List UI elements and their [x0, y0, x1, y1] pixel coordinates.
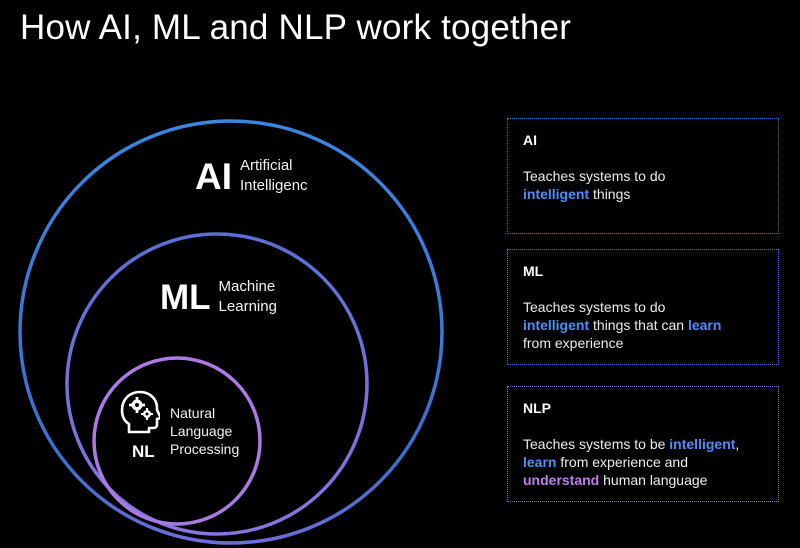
- brain-gears-icon: [120, 390, 160, 434]
- nl-full-name: Natural Language Processing: [170, 404, 239, 458]
- nlp-box-text-language: human language: [599, 472, 708, 488]
- nlp-description-box: NLP Teaches systems to be intelligent, l…: [507, 386, 779, 502]
- ml-box-text: Teaches systems to do intelligent things…: [523, 298, 763, 352]
- nlp-box-keyword-intelligent: intelligent: [669, 436, 736, 452]
- ml-box-line3: from experience: [523, 335, 624, 351]
- nlp-box-text-experience: from experience and: [556, 454, 688, 470]
- ai-box-line1: Teaches systems to do: [523, 168, 666, 184]
- ml-box-title: ML: [523, 263, 544, 279]
- ai-box-text-things: things: [589, 186, 631, 202]
- page-title: How AI, ML and NLP work together: [20, 8, 572, 47]
- nlp-box-text: Teaches systems to be intelligent, learn…: [523, 435, 763, 489]
- ml-full-line2: Learning: [218, 298, 277, 315]
- nlp-box-keyword-learn: learn: [523, 454, 557, 470]
- ai-box-keyword-intelligent: intelligent: [523, 186, 590, 202]
- ml-full-name: Machine Learning: [219, 277, 277, 317]
- nlp-box-text-start: Teaches systems to be: [523, 436, 670, 452]
- ml-circle-label: ML Machine Learning: [160, 277, 277, 317]
- nl-abbr: NL: [132, 442, 155, 461]
- ml-circle: [65, 232, 369, 536]
- nlp-box-title: NLP: [523, 400, 551, 416]
- ml-description-box: ML Teaches systems to do intelligent thi…: [507, 249, 779, 365]
- ml-box-text-things: things that can: [589, 317, 688, 333]
- nl-circle-label: NL Natural Language Processing: [120, 388, 270, 468]
- nlp-box-comma: ,: [735, 436, 740, 452]
- ai-circle-label: AI Artificial Intelligenc: [195, 156, 308, 196]
- nl-circle: [92, 356, 262, 526]
- ai-full-name: Artificial Intelligenc: [240, 156, 308, 196]
- ai-full-line1: Artificial: [240, 157, 293, 174]
- ai-full-line2: Intelligenc: [240, 177, 308, 194]
- ai-box-text: Teaches systems to do intelligent things: [523, 167, 763, 203]
- ml-box-line1: Teaches systems to do: [523, 299, 666, 315]
- ml-full-line1: Machine: [218, 278, 276, 295]
- ml-box-keyword-intelligent: intelligent: [523, 317, 590, 333]
- nl-full-line3: Processing: [170, 441, 240, 457]
- ml-box-keyword-learn: learn: [687, 317, 722, 333]
- ml-abbr: ML: [160, 277, 211, 317]
- ai-box-title: AI: [523, 132, 537, 148]
- ai-circle: [18, 119, 444, 545]
- nl-full-line1: Natural: [170, 405, 216, 421]
- ai-abbr: AI: [195, 155, 232, 197]
- ai-description-box: AI Teaches systems to do intelligent thi…: [507, 118, 779, 234]
- nlp-box-keyword-understand: understand: [523, 472, 600, 488]
- nl-full-line2: Language: [170, 423, 233, 439]
